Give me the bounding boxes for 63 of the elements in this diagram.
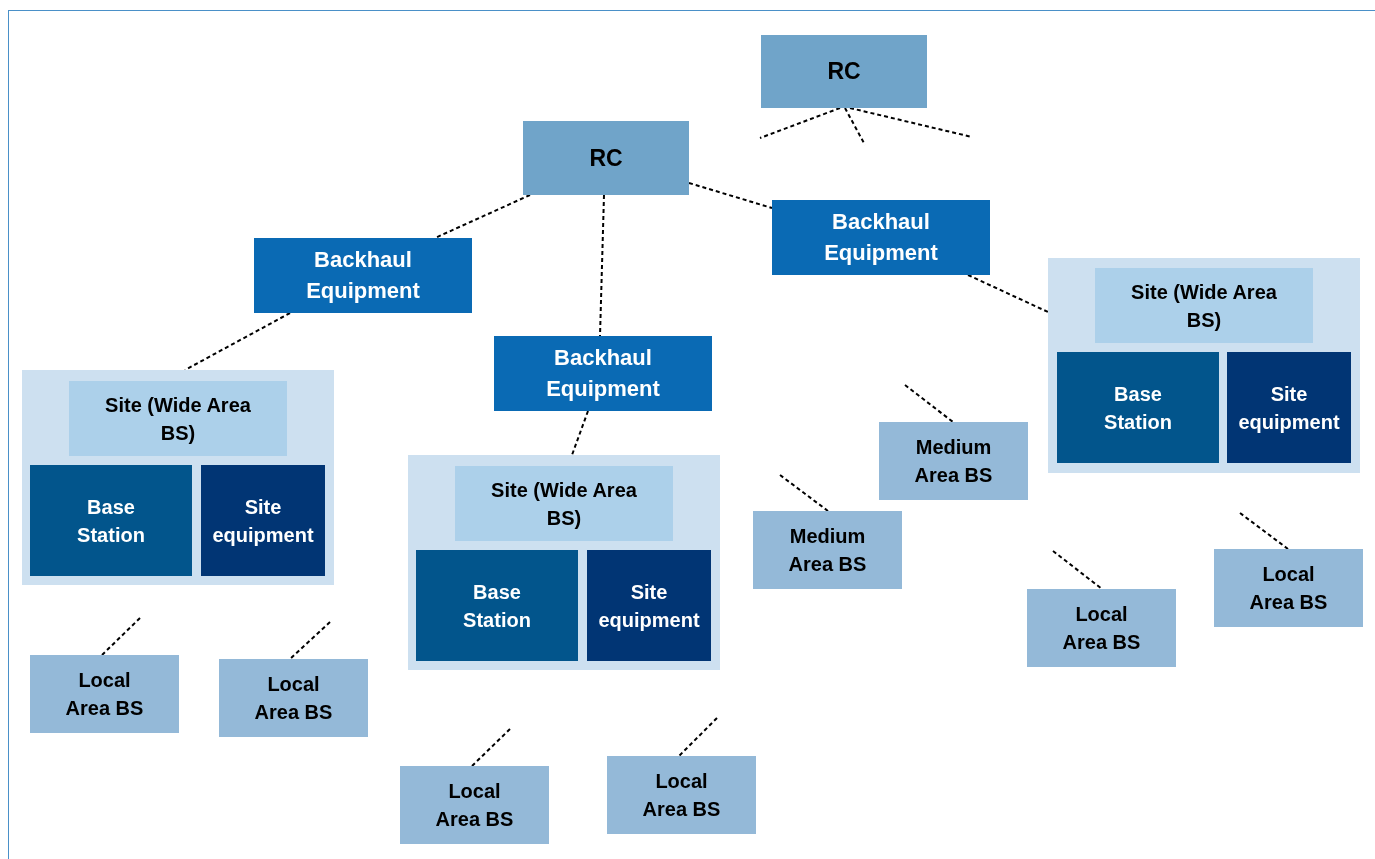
dashed-link	[1239, 512, 1289, 550]
dashed-link	[434, 194, 531, 239]
dashed-link	[678, 717, 718, 757]
node-label: Site equipment	[211, 494, 315, 548]
equipment-box	[201, 465, 325, 576]
site-box	[1095, 268, 1313, 343]
rc-box	[761, 35, 927, 108]
site-box	[69, 381, 287, 456]
dashed-link	[849, 107, 973, 138]
bs-box	[879, 422, 1028, 500]
dashed-link	[759, 107, 841, 139]
site-panel	[1048, 258, 1360, 473]
dashed-link	[599, 194, 605, 337]
dashed-link	[904, 384, 954, 423]
backhaul-box	[772, 200, 990, 275]
bs-box	[1214, 549, 1363, 627]
base-station-box	[1057, 352, 1219, 463]
node-label: Local Area BS	[1248, 562, 1329, 615]
dashed-link	[289, 621, 331, 660]
base-station-box	[416, 550, 578, 661]
bs-box	[400, 766, 549, 844]
node-label: RC	[827, 57, 861, 87]
equipment-box	[1227, 352, 1351, 463]
backhaul-box	[254, 238, 472, 313]
bs-box	[607, 756, 756, 834]
bs-box	[1027, 589, 1176, 667]
dashed-link	[571, 410, 589, 456]
site-panel	[408, 455, 720, 670]
dashed-link	[101, 617, 141, 656]
equipment-box	[587, 550, 711, 661]
node-label: Base Station	[1103, 381, 1173, 435]
node-label: Local Area BS	[1061, 602, 1142, 655]
node-label: Site equipment	[597, 579, 701, 633]
node-label: RC	[589, 143, 623, 173]
node-label: Site (Wide Area BS)	[1130, 279, 1278, 333]
node-label: Medium Area BS	[787, 524, 868, 577]
node-label: Local Area BS	[253, 672, 334, 725]
dashed-link	[779, 474, 829, 512]
rc-box	[523, 121, 689, 195]
node-label: Local Area BS	[641, 769, 722, 822]
site-box	[455, 466, 673, 541]
node-label: Backhaul Equipment	[305, 245, 421, 305]
node-label: Backhaul Equipment	[545, 343, 661, 403]
dashed-link	[471, 728, 511, 767]
dashed-link	[688, 182, 773, 209]
node-label: Base Station	[462, 579, 532, 633]
site-panel	[22, 370, 334, 585]
dashed-link	[1052, 550, 1103, 590]
node-label: Site (Wide Area BS)	[104, 392, 252, 446]
dashed-link	[967, 274, 1049, 313]
bs-box	[753, 511, 902, 589]
bs-box	[30, 655, 179, 733]
base-station-box	[30, 465, 192, 576]
node-label: Base Station	[76, 494, 146, 548]
dashed-link	[844, 107, 866, 146]
node-label: Local Area BS	[64, 668, 145, 721]
node-label: Site equipment	[1237, 381, 1341, 435]
bs-box	[219, 659, 368, 737]
node-label: Medium Area BS	[913, 435, 994, 488]
backhaul-box	[494, 336, 712, 411]
node-label: Backhaul Equipment	[823, 207, 939, 267]
node-label: Site (Wide Area BS)	[490, 477, 638, 531]
node-label: Local Area BS	[434, 779, 515, 832]
